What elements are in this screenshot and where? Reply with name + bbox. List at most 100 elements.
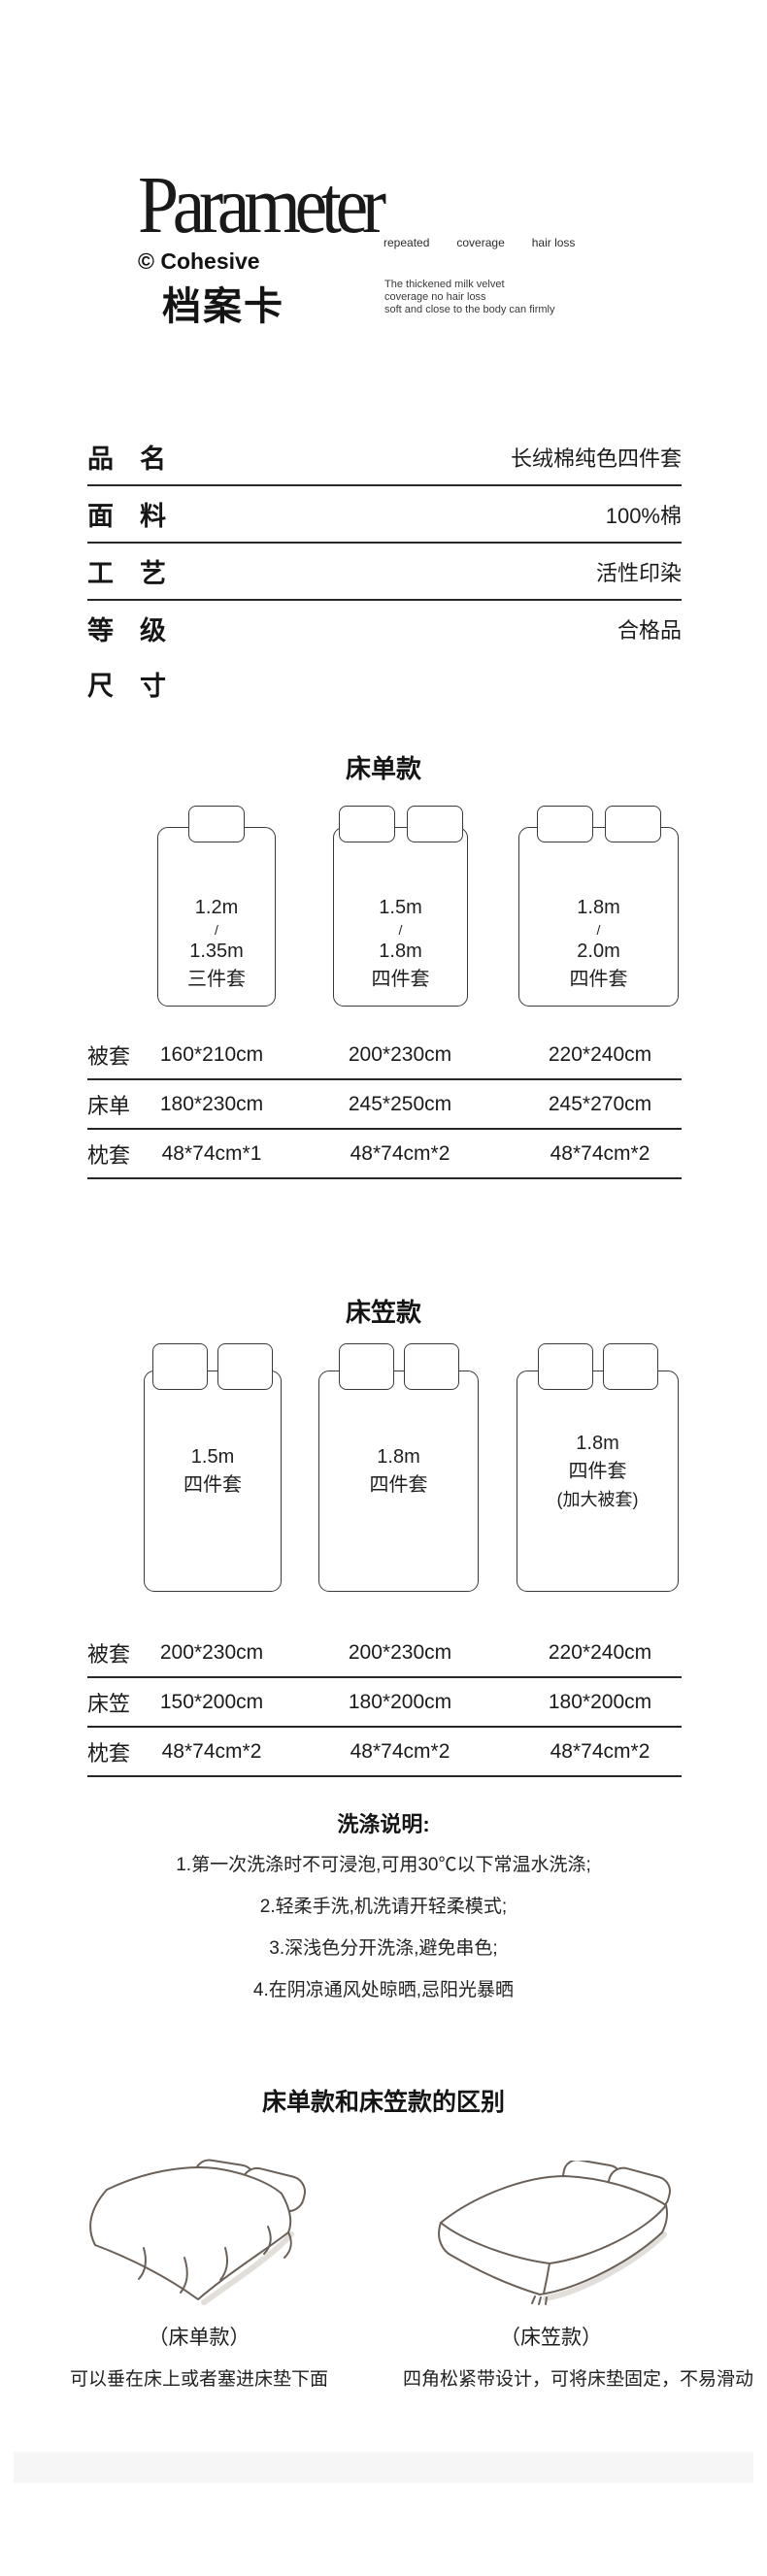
sheet-style-description: 可以垂在床上或者塞进床垫下面 xyxy=(69,2369,328,2390)
sheet-size-table: 被套 160*210cm 200*230cm 220*240cm 床单 180*… xyxy=(87,1031,682,1179)
page-title: Parameter xyxy=(138,160,386,250)
size-value: 200*230cm xyxy=(348,1042,452,1066)
size-value: 48*74cm*1 xyxy=(161,1141,262,1165)
table-row-duvet-cover: 被套 200*230cm 200*230cm 220*240cm xyxy=(87,1629,682,1678)
pillow-icon xyxy=(338,806,395,842)
sheet-outline xyxy=(89,2165,292,2300)
table-row-pillowcase: 枕套 48*74cm*2 48*74cm*2 48*74cm*2 xyxy=(87,1728,682,1777)
size-value: 48*74cm*2 xyxy=(350,1141,450,1165)
pillow-icon xyxy=(403,1343,459,1390)
bed-body: 1.5m 四件套 xyxy=(144,1371,282,1592)
sheet-style-caption: （床单款） xyxy=(148,2327,250,2349)
crease-line xyxy=(263,2226,272,2255)
keyword-coverage: coverage xyxy=(456,236,505,249)
sheet-section-title: 床单款 xyxy=(345,754,421,783)
bed-body: 1.8m 四件套 xyxy=(318,1371,479,1592)
brand-label: © Cohesive xyxy=(138,248,260,274)
size-value: 200*230cm xyxy=(159,1640,264,1664)
pillow-icon xyxy=(537,1343,593,1390)
fitted-style-caption: （床笠款） xyxy=(500,2327,602,2349)
bed-size-line: 1.2m xyxy=(194,897,239,918)
sheet-bed-illustration xyxy=(50,2157,350,2324)
row-label: 被套 xyxy=(87,1043,131,1069)
row-label: 床单 xyxy=(87,1093,131,1118)
spec-table: 品 名 长绒棉纯色四件套 面 料 100%棉 工 艺 活性印染 等 级 合格品 … xyxy=(87,429,682,711)
bed-size-label: 1.8m 四件套 xyxy=(370,1444,428,1500)
bed-size-label: 1.5m / 1.8m 四件套 xyxy=(372,895,430,994)
spec-value: 活性印染 xyxy=(595,560,682,585)
pillow-icon xyxy=(602,1343,658,1390)
footer-divider-band xyxy=(14,2452,753,2483)
size-value: 48*74cm*2 xyxy=(550,1739,650,1763)
pillow-icon xyxy=(536,806,593,842)
fitted-bed-diagram-1.5m: 1.5m 四件套 xyxy=(144,1343,282,1592)
size-value: 220*240cm xyxy=(548,1640,652,1664)
washing-instruction-line: 4.在阴凉通风处晾晒,忌阳光暴晒 xyxy=(252,1980,515,2000)
fitted-bed-illustration xyxy=(421,2161,699,2318)
washing-instruction-line: 1.第一次洗涤时不可浸泡,可用30℃以下常温水洗涤; xyxy=(176,1855,591,1875)
bed-diagram-1.5m: 1.5m / 1.8m 四件套 xyxy=(333,806,468,1007)
bed-set-line: 四件套 xyxy=(568,1460,627,1482)
bed-size-label: 1.8m 四件套 (加大被套) xyxy=(557,1431,639,1513)
crease-line xyxy=(138,2247,148,2280)
header-description: The thickened milk velvet coverage no ha… xyxy=(384,279,554,316)
spec-label: 面 料 xyxy=(87,502,166,531)
pillow-row xyxy=(333,806,468,842)
size-value: 180*230cm xyxy=(159,1092,264,1115)
description-line: The thickened milk velvet xyxy=(384,279,505,290)
spec-value: 合格品 xyxy=(617,617,682,643)
bed-size-line: 1.5m xyxy=(190,1445,235,1468)
size-value: 48*74cm*2 xyxy=(350,1739,450,1763)
pillow-row xyxy=(157,806,276,842)
pillow-row xyxy=(144,1343,282,1390)
size-value: 245*270cm xyxy=(548,1092,652,1115)
washing-title: 洗涤说明: xyxy=(337,1812,430,1836)
fitted-section-title: 床笠款 xyxy=(345,1298,421,1327)
row-label: 枕套 xyxy=(87,1142,131,1168)
bed-extra-line: (加大被套) xyxy=(556,1489,639,1509)
mattress-top-outline xyxy=(440,2175,667,2264)
row-label: 床笠 xyxy=(87,1691,131,1716)
size-value: 48*74cm*2 xyxy=(550,1141,650,1165)
fitted-bed-diagram-1.8m-xl: 1.8m 四件套 (加大被套) xyxy=(517,1343,679,1592)
pillow-icon xyxy=(406,806,463,842)
pillow-row xyxy=(318,1343,479,1390)
bed-set-line: 四件套 xyxy=(369,1473,428,1496)
table-row-flat-sheet: 床单 180*230cm 245*250cm 245*270cm xyxy=(87,1080,682,1130)
washing-instruction-line: 2.轻柔手洗,机洗请开轻柔模式; xyxy=(259,1897,508,1917)
crease-line xyxy=(180,2257,188,2294)
bed-size-label: 1.8m / 2.0m 四件套 xyxy=(570,895,628,994)
bed-body: 1.8m / 2.0m 四件套 xyxy=(518,827,679,1007)
bed-set-line: 四件套 xyxy=(569,969,628,990)
spec-row-grade: 等 级 合格品 xyxy=(87,601,682,656)
bed-slash-line: / xyxy=(215,922,218,938)
crease-line xyxy=(219,2247,229,2281)
bed-size-line: 1.8m xyxy=(576,1432,619,1454)
bed-slash-line: / xyxy=(596,922,601,938)
pillow-icon xyxy=(604,806,661,842)
keyword-hair-loss: hair loss xyxy=(531,236,576,249)
mattress-corner-seam xyxy=(543,2262,550,2295)
size-value: 220*240cm xyxy=(548,1042,652,1066)
bed-body: 1.2m / 1.35m 三件套 xyxy=(157,827,276,1007)
spec-label: 品 名 xyxy=(87,445,166,474)
size-value: 160*210cm xyxy=(159,1042,264,1066)
spec-row-size: 尺 寸 xyxy=(87,656,682,711)
pillow-icon xyxy=(188,806,245,842)
row-label: 被套 xyxy=(87,1641,131,1667)
description-line: soft and close to the body can firmly xyxy=(384,304,555,315)
bed-size-line: 2.0m xyxy=(577,941,620,962)
pillow-row xyxy=(518,806,679,842)
size-value: 200*230cm xyxy=(348,1640,452,1664)
sheet-bed-sketch xyxy=(89,2159,306,2305)
bed-set-line: 四件套 xyxy=(183,1473,242,1496)
difference-title: 床单款和床笠款的区别 xyxy=(261,2089,505,2116)
row-label: 枕套 xyxy=(87,1740,131,1766)
bed-diagram-1.2m: 1.2m / 1.35m 三件套 xyxy=(157,806,276,1007)
size-value: 180*200cm xyxy=(348,1690,452,1713)
bed-size-line: 1.8m xyxy=(379,941,422,962)
fitted-style-description: 四角松紧带设计，可将床垫固定，不易滑动 xyxy=(403,2369,754,2390)
drape-fold xyxy=(283,2231,292,2259)
size-value: 150*200cm xyxy=(159,1690,264,1713)
